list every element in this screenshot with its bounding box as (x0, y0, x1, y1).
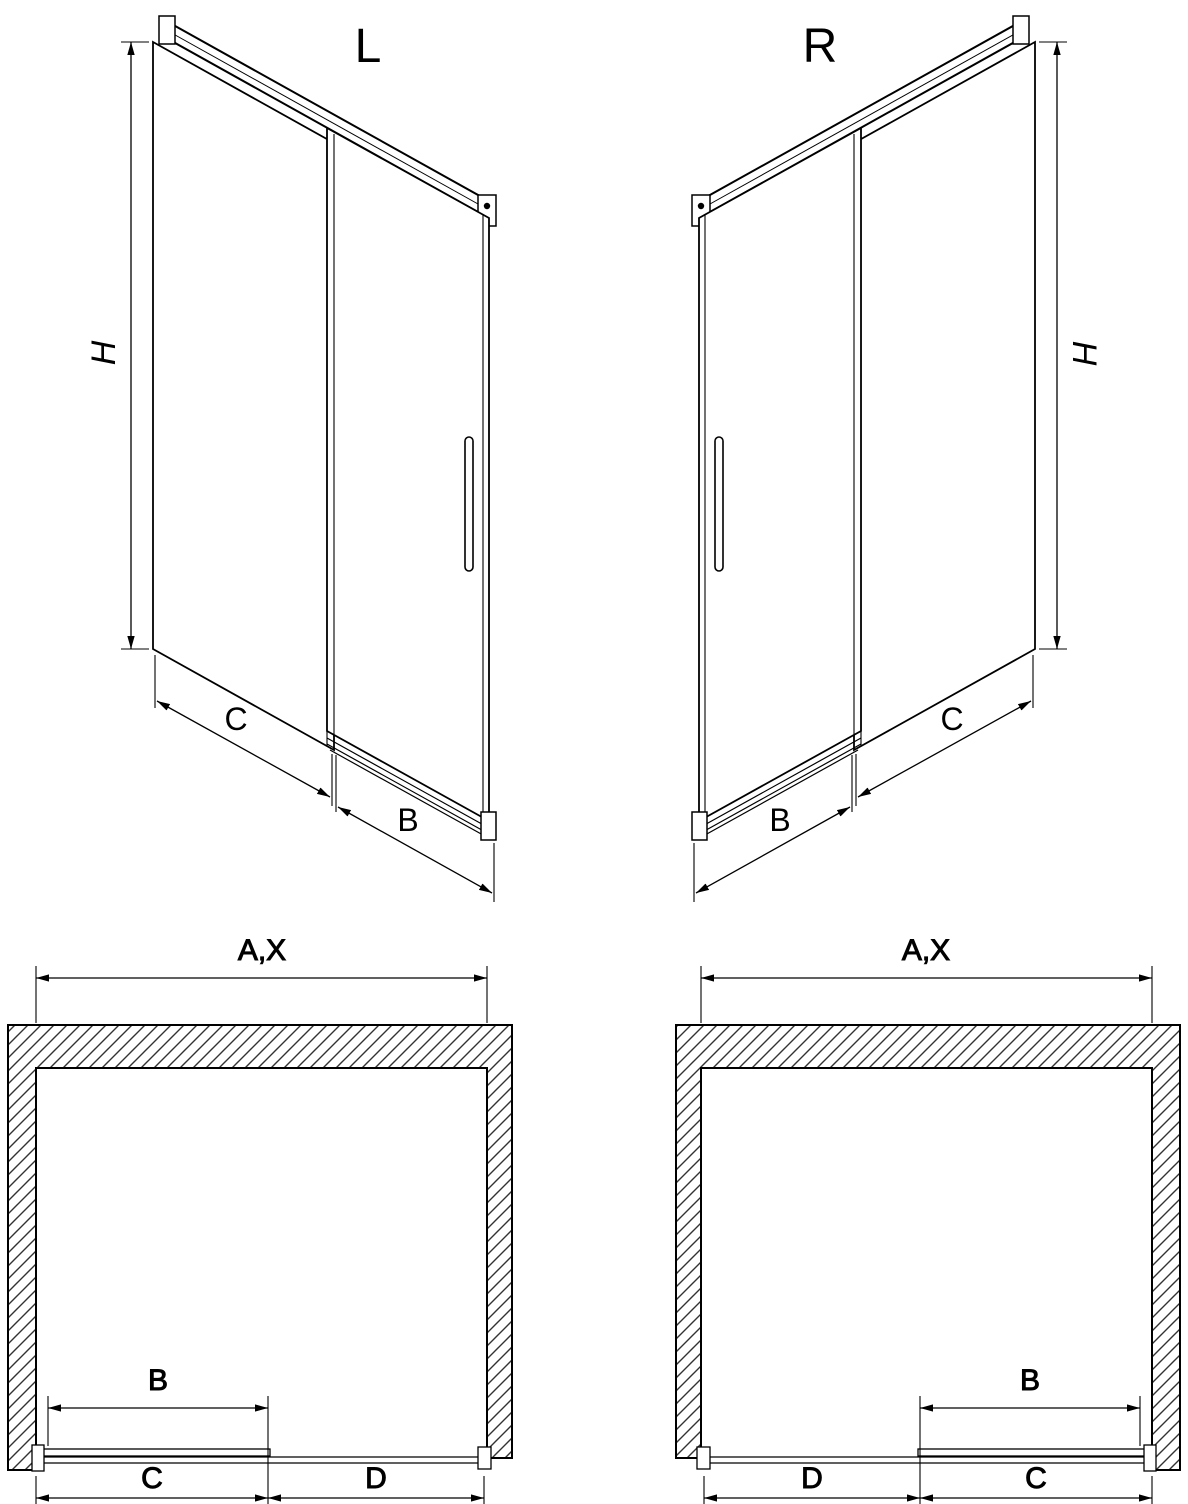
plan-view-right: A,X B D C (675, 934, 1181, 1504)
wall-profile-left (31, 1444, 45, 1472)
dim-label-height-right: H (1065, 341, 1103, 366)
dim-label-d-left-plan: D (365, 1462, 387, 1495)
wall-profile-right (477, 1446, 492, 1470)
sliding-panel-plan (917, 1448, 1147, 1457)
isometric-view-right: R H C B (692, 16, 1103, 902)
dim-label-b-left-plan: B (148, 1364, 168, 1397)
dim-label-b-right-plan: B (1020, 1364, 1040, 1397)
dim-label-c-left-plan: C (141, 1462, 163, 1495)
dim-label-height-left: H (85, 340, 123, 365)
dim-label-ax-left-plan: A,X (238, 934, 286, 967)
wall-section-left-plan (7, 1024, 513, 1471)
wall-profile-left (696, 1446, 711, 1470)
dim-label-d-right-plan: D (801, 1462, 823, 1495)
isometric-door-left (121, 16, 496, 902)
wall-section-right-plan (675, 1024, 1181, 1471)
dim-label-c-right-iso: C (940, 701, 963, 737)
dim-label-b-left-iso: B (397, 802, 418, 838)
dim-label-ax-right-plan: A,X (902, 934, 950, 967)
sliding-panel-plan (41, 1448, 271, 1457)
dim-label-c-left-iso: C (224, 701, 247, 737)
wall-profile-right (1143, 1444, 1157, 1472)
isometric-door-right-mirrored (692, 16, 1067, 902)
label-left-variant: L (355, 20, 382, 73)
dim-label-c-right-plan: C (1025, 1462, 1047, 1495)
plan-view-left: A,X B C D (7, 934, 513, 1504)
isometric-view-left: L H C B (85, 16, 496, 902)
label-right-variant: R (803, 20, 838, 73)
dim-label-b-right-iso: B (769, 802, 790, 838)
